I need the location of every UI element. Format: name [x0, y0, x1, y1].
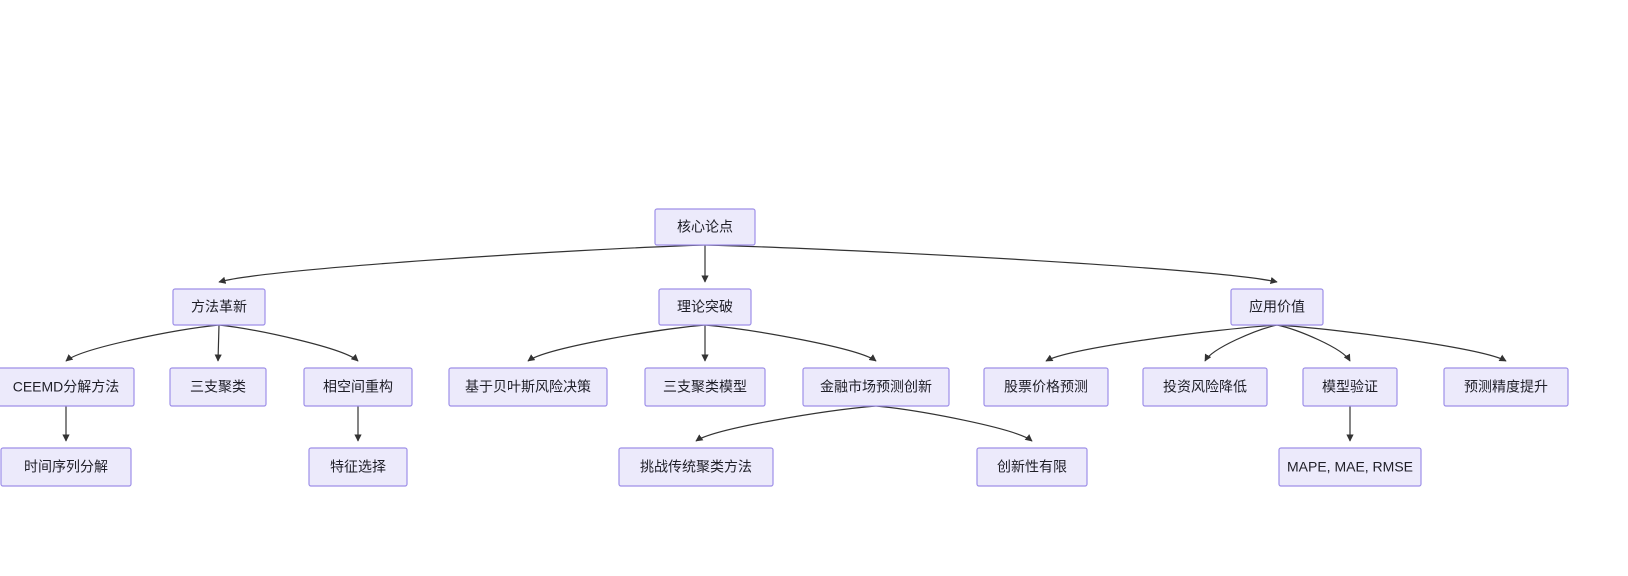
- node-l3b[interactable]: 特征选择: [308, 447, 408, 487]
- edge-l1b-to-l2d: [527, 324, 706, 362]
- edge-l1a-to-l2a: [65, 324, 220, 362]
- node-l3c[interactable]: 挑战传统聚类方法: [618, 447, 774, 487]
- node-root[interactable]: 核心论点: [654, 208, 756, 246]
- node-l3e[interactable]: MAPE, MAE, RMSE: [1278, 447, 1422, 487]
- node-box-root[interactable]: [654, 208, 756, 246]
- node-label-l2j: 预测精度提升: [1464, 379, 1548, 395]
- node-l2e[interactable]: 三支聚类模型: [644, 367, 766, 407]
- node-l3d[interactable]: 创新性有限: [976, 447, 1088, 487]
- node-label-l2g: 股票价格预测: [1004, 379, 1088, 395]
- edge-layer: [62, 244, 1507, 442]
- node-label-l2i: 模型验证: [1322, 379, 1378, 395]
- node-box-l1c[interactable]: [1230, 288, 1324, 326]
- node-l1b[interactable]: 理论突破: [658, 288, 752, 326]
- node-label-root: 核心论点: [677, 219, 733, 235]
- node-label-l1c: 应用价值: [1249, 299, 1305, 315]
- edge-l2f-to-l3c: [695, 405, 877, 442]
- node-label-l3b: 特征选择: [330, 459, 386, 475]
- node-box-l2c[interactable]: [303, 367, 413, 407]
- node-box-l2b[interactable]: [169, 367, 267, 407]
- edge-l1b-to-l2f: [704, 324, 877, 362]
- node-box-l2i[interactable]: [1302, 367, 1398, 407]
- node-l2c[interactable]: 相空间重构: [303, 367, 413, 407]
- node-box-l1a[interactable]: [172, 288, 266, 326]
- edge-l1c-to-l2h: [1204, 324, 1278, 362]
- node-l1a[interactable]: 方法革新: [172, 288, 266, 326]
- edge-l1c-to-l2i: [1276, 324, 1351, 362]
- node-box-l1b[interactable]: [658, 288, 752, 326]
- edge-l1c-to-l2g: [1045, 324, 1278, 362]
- edge-l1a-to-l2b: [214, 324, 222, 362]
- edge-l1c-to-l2j: [1276, 324, 1507, 362]
- node-l2j[interactable]: 预测精度提升: [1443, 367, 1569, 407]
- node-label-l3e: MAPE, MAE, RMSE: [1287, 459, 1413, 475]
- node-label-l2e: 三支聚类模型: [663, 379, 747, 395]
- node-l2b[interactable]: 三支聚类: [169, 367, 267, 407]
- node-box-l3a[interactable]: [0, 447, 132, 487]
- node-label-l2b: 三支聚类: [190, 379, 246, 395]
- node-box-l2e[interactable]: [644, 367, 766, 407]
- node-l2a[interactable]: CEEMD分解方法: [0, 367, 135, 407]
- node-l2h[interactable]: 投资风险降低: [1142, 367, 1268, 407]
- edge-root-to-l1c: [704, 244, 1278, 285]
- node-label-l2c: 相空间重构: [323, 379, 393, 395]
- node-box-l2d[interactable]: [448, 367, 608, 407]
- node-box-l2h[interactable]: [1142, 367, 1268, 407]
- node-l2i[interactable]: 模型验证: [1302, 367, 1398, 407]
- node-label-l2d: 基于贝叶斯风险决策: [465, 379, 591, 395]
- edge-root-to-l1a: [218, 244, 706, 284]
- node-label-l3c: 挑战传统聚类方法: [640, 459, 752, 475]
- node-label-l1b: 理论突破: [677, 299, 733, 315]
- node-l2g[interactable]: 股票价格预测: [983, 367, 1109, 407]
- node-label-l3a: 时间序列分解: [24, 459, 108, 475]
- edge-l2f-to-l3d: [875, 405, 1033, 442]
- node-label-l2a: CEEMD分解方法: [13, 379, 120, 395]
- node-l3a[interactable]: 时间序列分解: [0, 447, 132, 487]
- node-l1c[interactable]: 应用价值: [1230, 288, 1324, 326]
- node-box-l2a[interactable]: [0, 367, 135, 407]
- node-box-l3c[interactable]: [618, 447, 774, 487]
- node-l2d[interactable]: 基于贝叶斯风险决策: [448, 367, 608, 407]
- node-box-l2g[interactable]: [983, 367, 1109, 407]
- edge-l1a-to-l2c: [218, 324, 359, 362]
- node-box-l2f[interactable]: [802, 367, 950, 407]
- node-box-l3b[interactable]: [308, 447, 408, 487]
- node-box-l3d[interactable]: [976, 447, 1088, 487]
- node-box-l2j[interactable]: [1443, 367, 1569, 407]
- node-label-l2f: 金融市场预测创新: [820, 379, 932, 395]
- node-l2f[interactable]: 金融市场预测创新: [802, 367, 950, 407]
- node-label-l2h: 投资风险降低: [1163, 379, 1247, 395]
- node-box-l3e[interactable]: [1278, 447, 1422, 487]
- node-label-l3d: 创新性有限: [997, 459, 1067, 475]
- node-label-l1a: 方法革新: [191, 299, 247, 315]
